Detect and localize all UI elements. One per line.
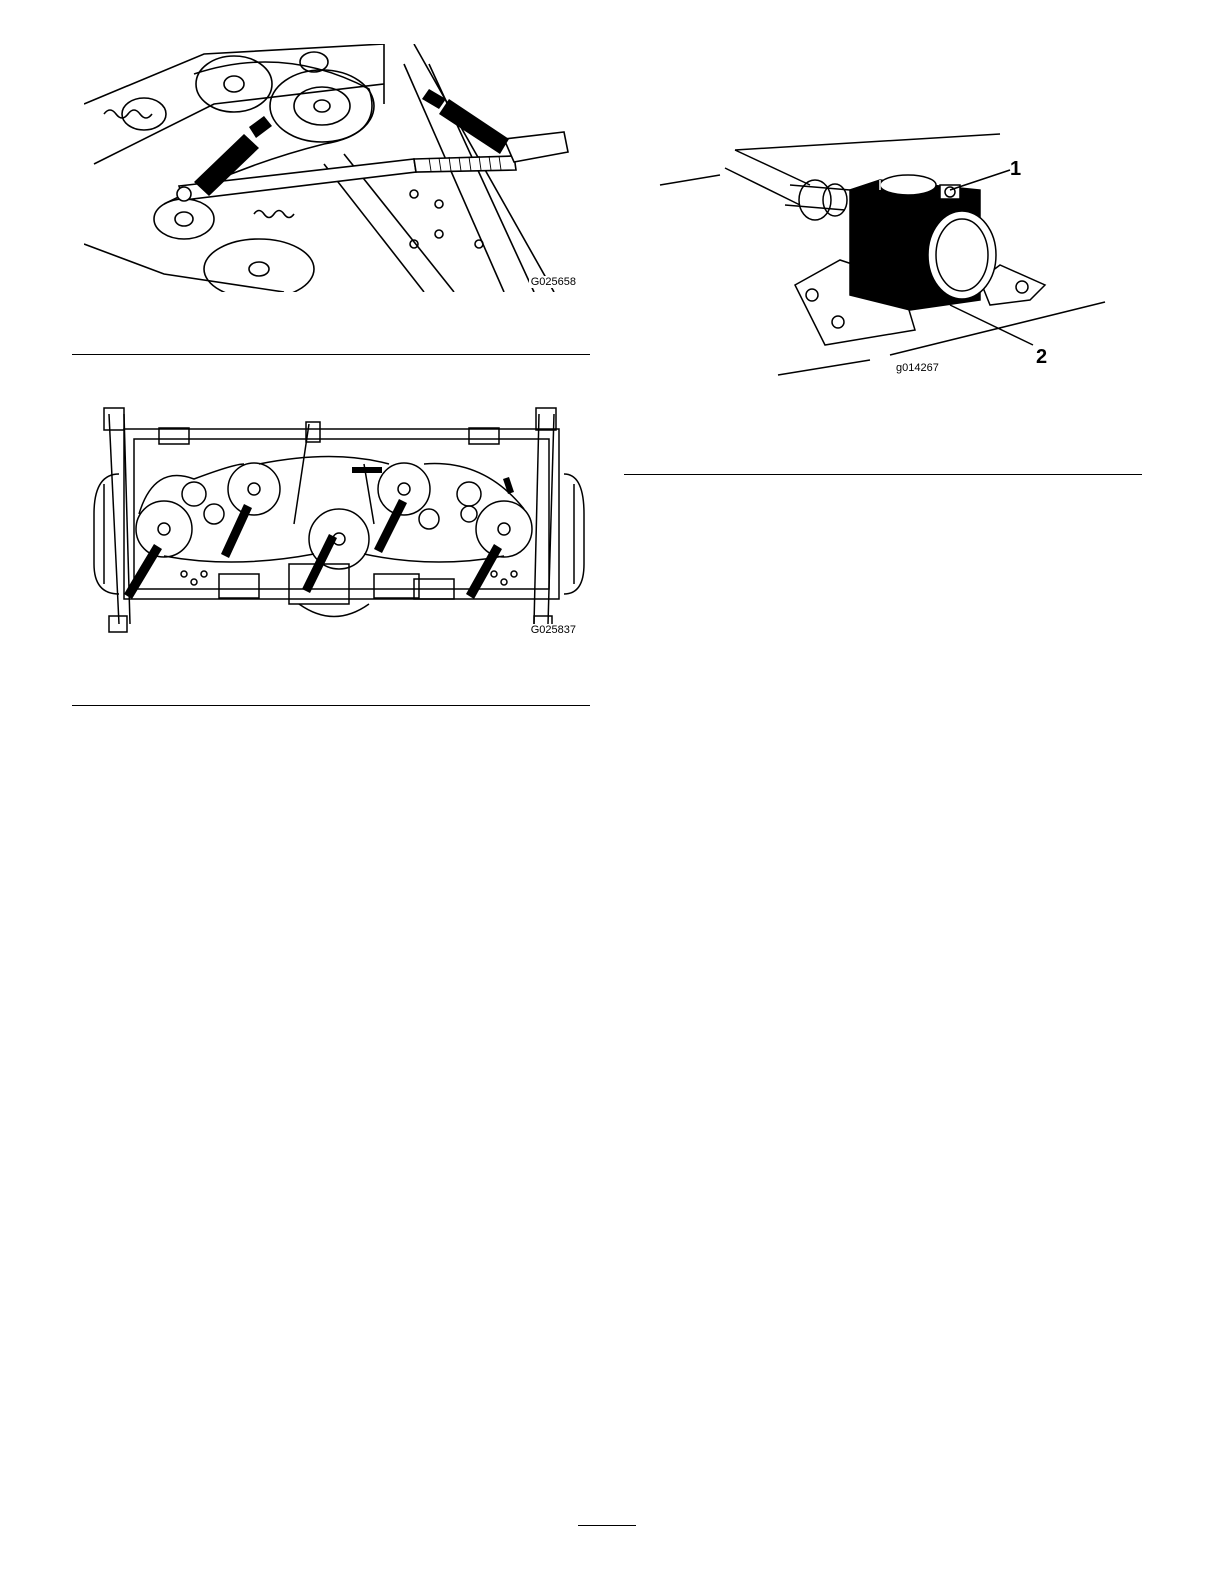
figure-id-label: g014267 — [894, 362, 941, 374]
callout-2: 2 — [1036, 346, 1047, 369]
figure-divider — [72, 354, 590, 355]
figure-id-label: G025837 — [529, 624, 578, 636]
gearbox-with-drive-shaft-illustration — [650, 130, 1120, 386]
figure-id-label: G025658 — [529, 276, 578, 288]
mower-deck-overhead-illustration — [84, 404, 590, 638]
callout-1: 1 — [1010, 158, 1021, 181]
figure-divider — [72, 705, 590, 706]
figure-divider — [624, 474, 1142, 475]
page-footer-rule — [578, 1525, 636, 1526]
figure-deck-overhead: G025837 — [84, 404, 590, 638]
belt-drive-pulleys-illustration — [84, 44, 590, 292]
figure-belt-pulley-detail: G025658 — [84, 44, 590, 292]
figure-gearbox: 1 2 g014267 — [650, 130, 1120, 386]
